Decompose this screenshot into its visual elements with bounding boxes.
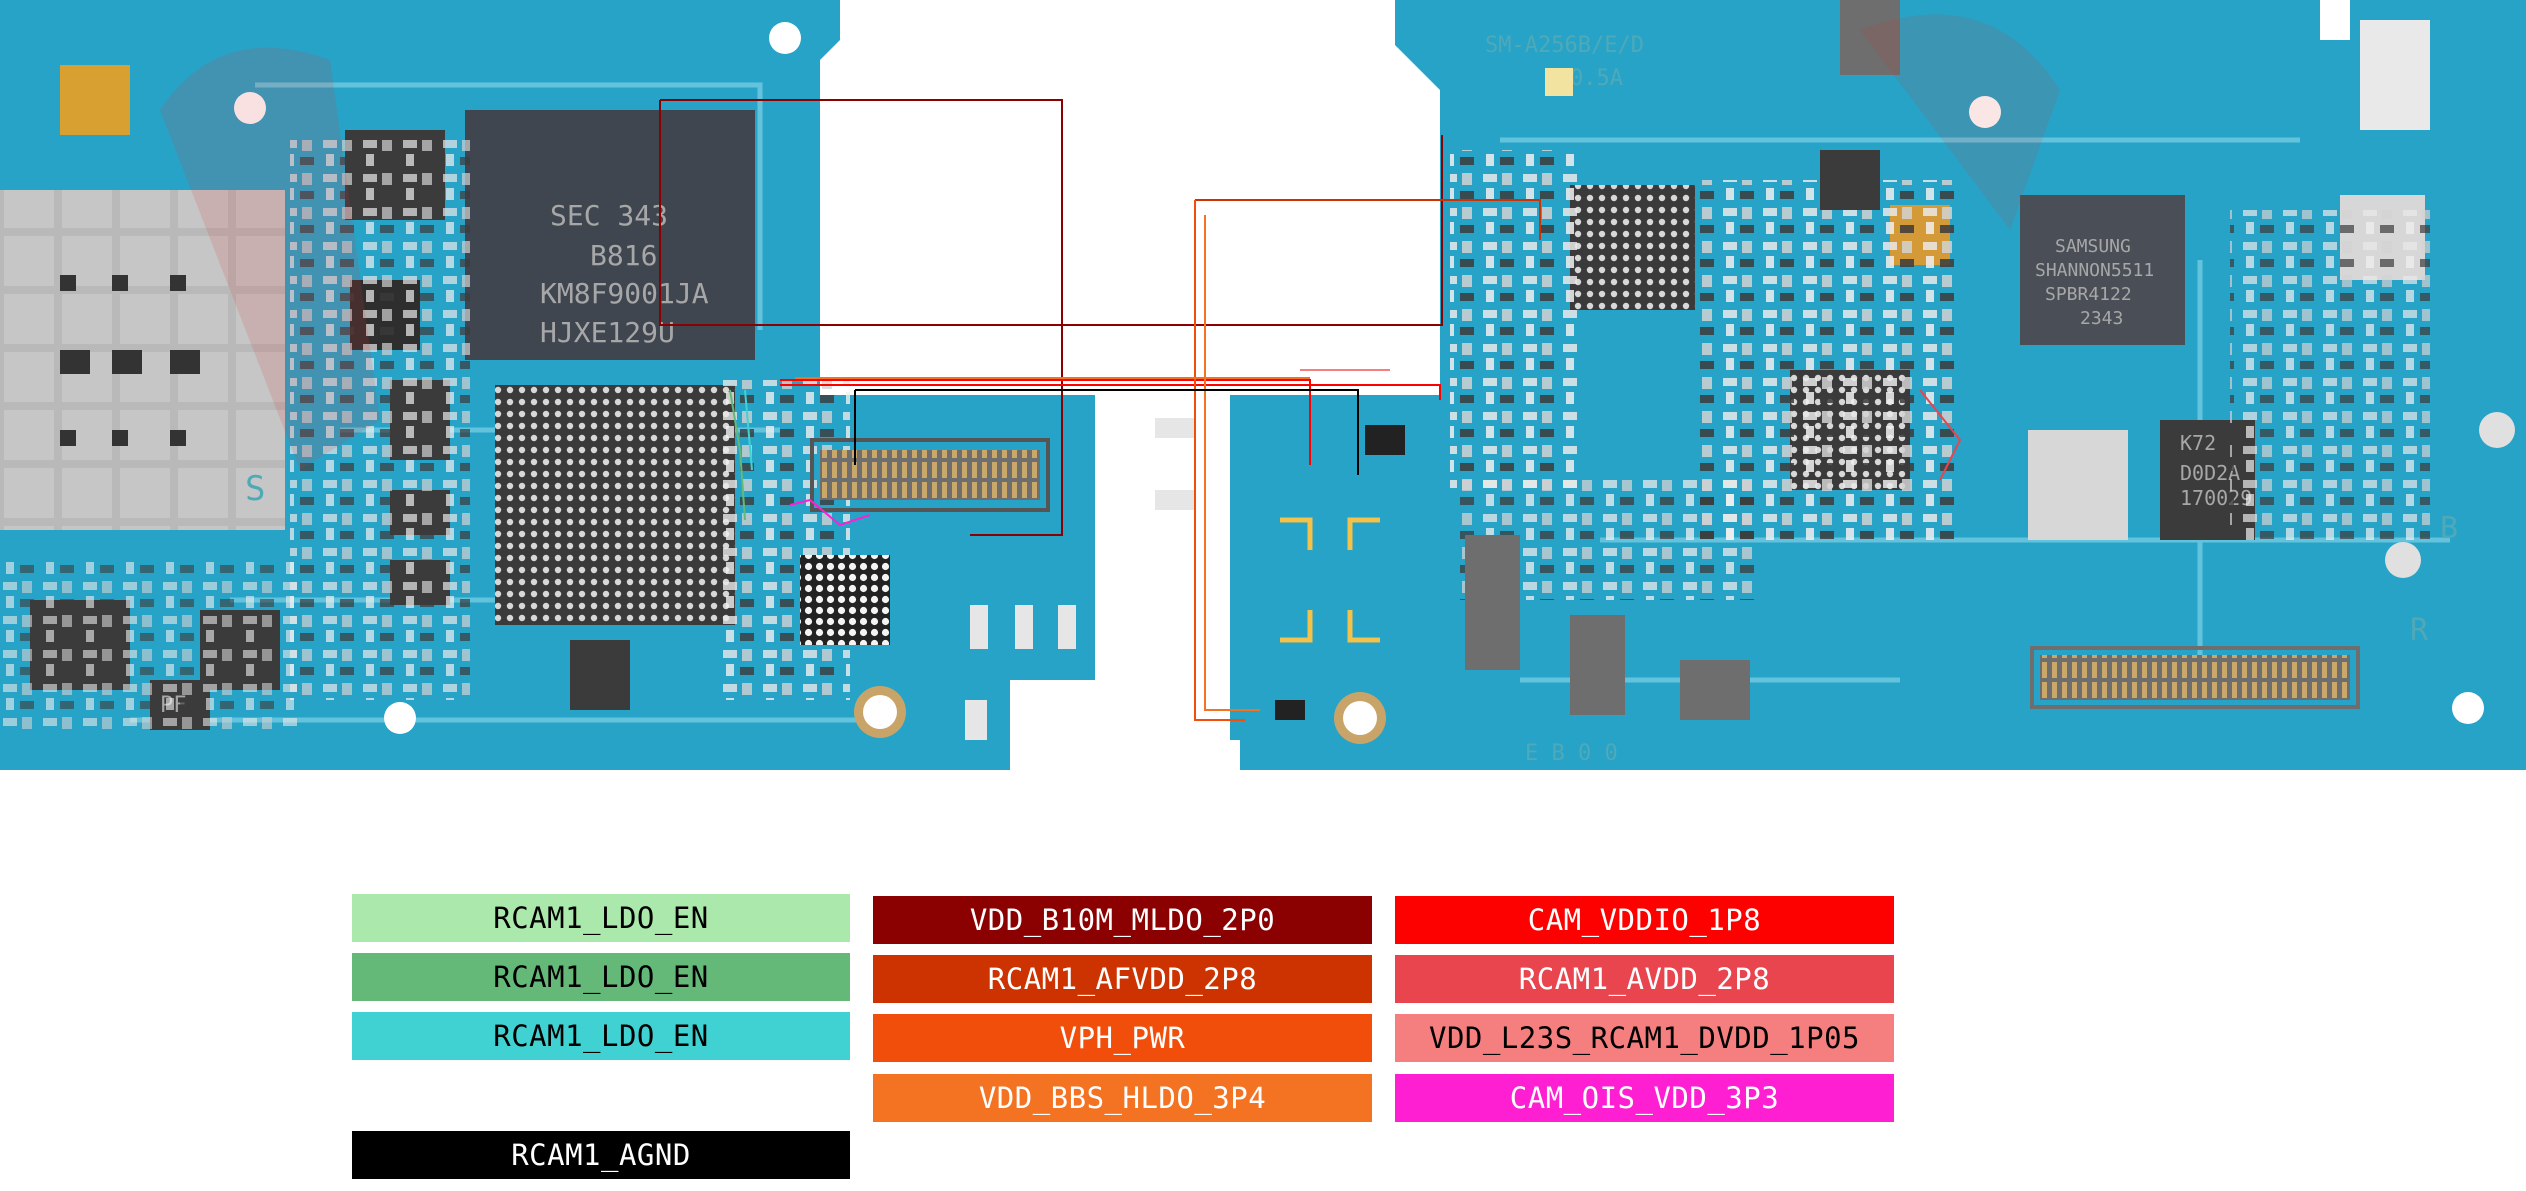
legend-item-rcam1-ldo-en-cyan: RCAM1_LDO_EN (352, 1012, 850, 1060)
modem-marking-2: SHANNON5511 (2035, 260, 2154, 281)
silk-rev: 0.5A (1570, 66, 1623, 91)
legend-item-rcam1-agnd: RCAM1_AGND (352, 1131, 850, 1179)
legend-item-rcam1-avdd-2p8: RCAM1_AVDD_2P8 (1395, 955, 1894, 1003)
model-silk-label: SM-A256B/E/D (1485, 33, 1644, 58)
silk-ebo: E B 0 0 (1525, 741, 1618, 766)
legend-item-cam-ois-vdd-3p3: CAM_OIS_VDD_3P3 (1395, 1074, 1894, 1122)
silk-s: S (245, 469, 265, 509)
soc-bga (495, 385, 735, 625)
memory-marking-2: B816 (590, 239, 657, 272)
silk-r: R (2410, 613, 2429, 648)
pmic-bga (1570, 185, 1695, 310)
modem-marking-1: SAMSUNG (2055, 236, 2131, 257)
legend-item-rcam1-afvdd-2p8: RCAM1_AFVDD_2P8 (873, 955, 1372, 1003)
legend-item-vdd-b10m-mldo-2p0: VDD_B10M_MLDO_2P0 (873, 896, 1372, 944)
legend-item-vph-pwr: VPH_PWR (873, 1014, 1372, 1062)
legend-item-vdd-l23s-rcam1-dvdd-1p05: VDD_L23S_RCAM1_DVDD_1P05 (1395, 1014, 1894, 1062)
net-traces (659, 99, 1962, 721)
left-board: SEC 343 B816 KM8F9001JA HJXE129U PF S (0, 0, 1095, 770)
modem-marking-4: 2343 (2080, 308, 2123, 329)
memory-chip (465, 110, 755, 360)
memory-marking-4: HJXE129U (540, 316, 675, 349)
memory-marking-1: SEC 343 (550, 199, 668, 232)
memory-marking-3: KM8F9001JA (540, 277, 709, 310)
pcb-diagram: SEC 343 B816 KM8F9001JA HJXE129U PF S (0, 0, 2526, 770)
legend-item-vdd-bbs-hldo-3p4: VDD_BBS_HLDO_3P4 (873, 1074, 1372, 1122)
silk-b: B (2440, 511, 2458, 546)
right-board: SM-A256B/E/D 0.5A SAMSUNG SHANNON5511 SP… (1155, 0, 2526, 770)
camera-connector-left (820, 450, 1040, 500)
modem-chip (2020, 195, 2185, 345)
modem-marking-3: SPBR4122 (2045, 284, 2132, 305)
small-chip-marking-1: K72 (2180, 431, 2216, 455)
legend-item-cam-vddio-1p8: CAM_VDDIO_1P8 (1395, 896, 1894, 944)
sim-slot (0, 190, 285, 530)
legend-item-rcam1-ldo-en-green: RCAM1_LDO_EN (352, 953, 850, 1001)
legend-item-rcam1-ldo-en-light: RCAM1_LDO_EN (352, 894, 850, 942)
connector-main (2040, 655, 2350, 700)
